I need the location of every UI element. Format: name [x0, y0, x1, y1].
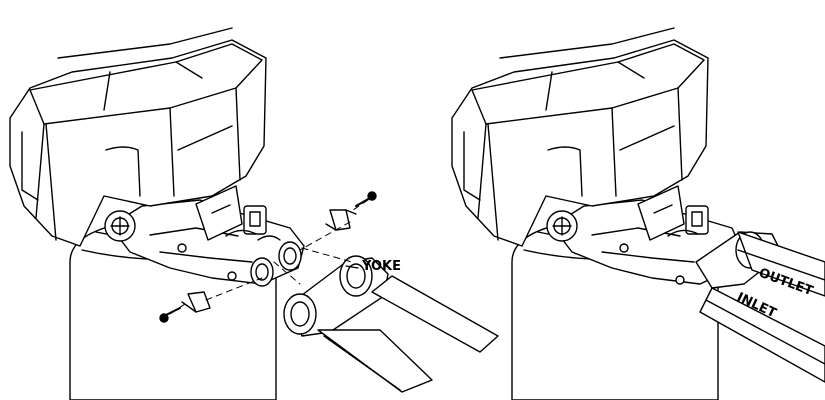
right-timer-housing: [451, 27, 709, 247]
yoke-label: YOKE: [361, 259, 401, 274]
yoke-callout: YOKE: [345, 259, 401, 274]
left-yoke-fitting: [283, 255, 499, 393]
right-illustration-yoke-installed: OUTLET INLET: [451, 27, 825, 400]
left-illustration-yoke-detached: YOKE: [9, 27, 499, 400]
left-control-valve: [104, 185, 305, 287]
left-alignment-lines: [169, 199, 369, 315]
left-timer-housing: [9, 27, 267, 247]
right-control-valve: [546, 185, 741, 285]
left-clips: [159, 191, 377, 323]
right-yoke-and-pipes: [695, 231, 825, 383]
